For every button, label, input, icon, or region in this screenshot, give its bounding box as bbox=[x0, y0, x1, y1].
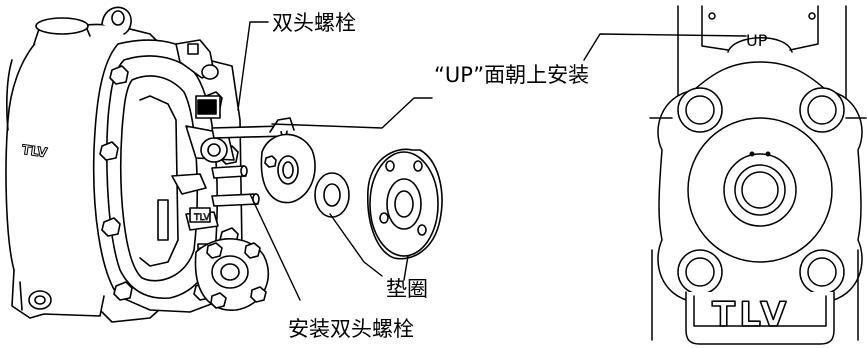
leader-lines bbox=[237, 21, 433, 301]
bottom-flange: TLV bbox=[189, 207, 269, 311]
label-install-stud-bolt: 安装双头螺栓 bbox=[288, 317, 414, 341]
companion-flange bbox=[367, 148, 443, 260]
label-stud-bolt: 双头螺栓 bbox=[272, 11, 356, 35]
front-view: UP TLV bbox=[583, 5, 867, 345]
brand-logo-body: TLV bbox=[21, 143, 48, 161]
label-up-face: “UP”面朝上安装 bbox=[434, 63, 589, 87]
stud-bolts bbox=[211, 125, 288, 207]
up-plate bbox=[260, 117, 316, 204]
gasket bbox=[314, 172, 350, 218]
label-gasket: 垫圈 bbox=[386, 277, 428, 301]
brand-plate-large: TLV bbox=[712, 295, 791, 335]
up-mark: UP bbox=[746, 31, 768, 50]
brand-plate-small: TLV bbox=[193, 213, 211, 223]
